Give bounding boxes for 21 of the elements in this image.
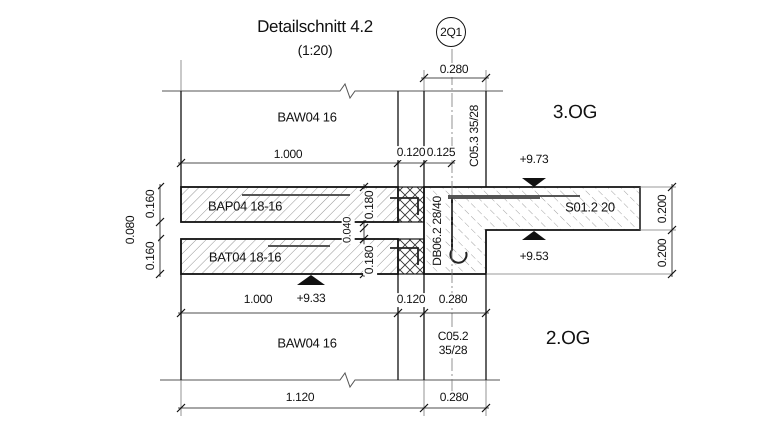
- axis-bubble: 2Q1: [436, 17, 466, 47]
- dimension-text: 0.120: [396, 293, 426, 307]
- part-label: 2.OG: [544, 328, 592, 350]
- dimension-text: 0.180: [363, 244, 377, 276]
- dimension-text: 0.160: [144, 240, 158, 272]
- part-label: BAW04 16: [276, 110, 338, 126]
- dimension-text: 0.280: [438, 63, 470, 77]
- part-label: S01.2 20: [564, 200, 616, 216]
- part-label: 3.OG: [552, 102, 598, 124]
- part-label: (1:20): [296, 42, 334, 58]
- dimension-text: 0.280: [438, 293, 468, 307]
- dimension-text: 0.160: [144, 188, 158, 220]
- drawing-title: Detailschnitt 4.2: [257, 17, 373, 37]
- part-label: BAW04 16: [276, 336, 338, 352]
- dimension-text: DB06.2 28/40: [431, 195, 445, 267]
- part-label: BAT04 18-16: [208, 250, 282, 266]
- dimension-text: 0.180: [363, 190, 377, 220]
- dimension-text: 0.040: [342, 216, 354, 244]
- dimension-text: 0.120: [396, 146, 426, 160]
- part-label: BAP04 18-16: [206, 200, 284, 214]
- dimension-text: 0.125: [426, 146, 456, 160]
